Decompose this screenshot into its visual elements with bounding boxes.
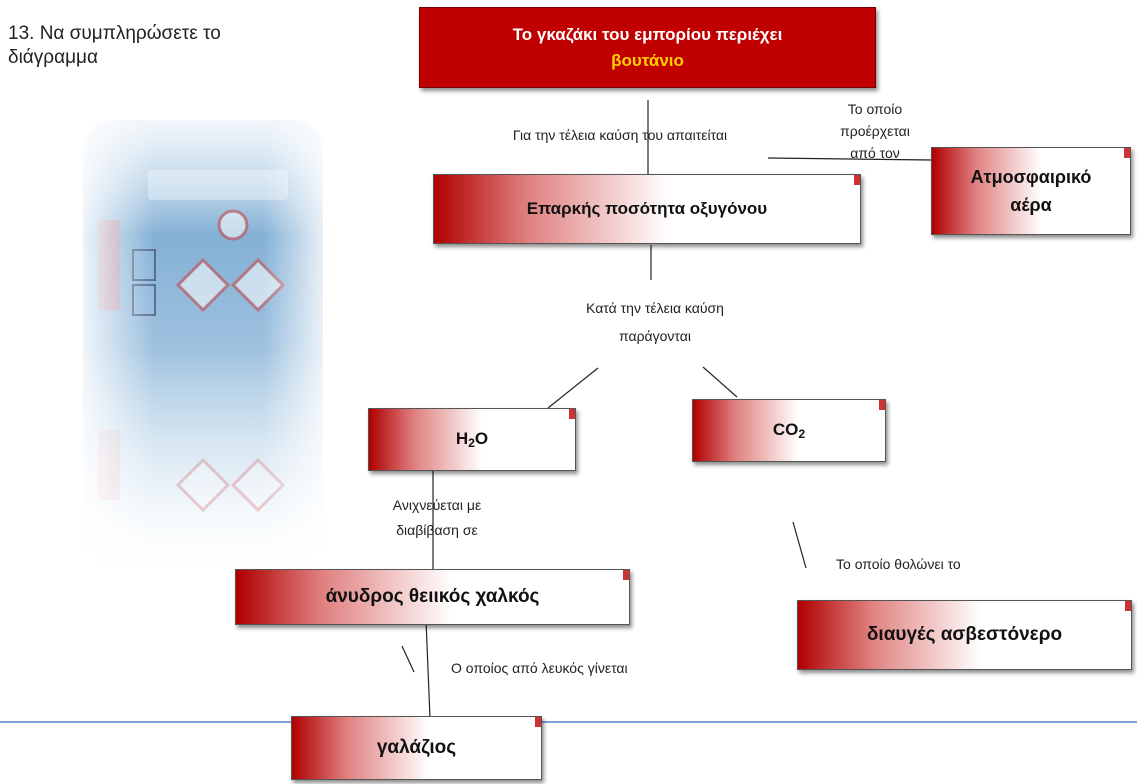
node-copper-sulfate: άνυδρος θειικός χαλκός bbox=[235, 569, 630, 625]
connector-co2-limewater bbox=[792, 521, 807, 569]
question-text: 13. Να συμπληρώσετε το διάγραμμα bbox=[8, 22, 221, 70]
label-produced-line-2: παράγονται bbox=[619, 328, 691, 344]
node-co2: CO2 bbox=[692, 399, 886, 462]
question-line-2: διάγραμμα bbox=[8, 47, 98, 68]
node-limewater-text: διαυγές ασβεστόνερο bbox=[866, 624, 1063, 645]
label-comes-from: Το οποίο προέρχεται από τον bbox=[815, 98, 935, 164]
label-detected-line-2: διαβίβαση σε bbox=[396, 522, 478, 538]
label-produced-line-1: Κατά την τέλεια καύση bbox=[586, 300, 724, 316]
node-blue: γαλάζιος bbox=[291, 716, 542, 780]
label-produced: Κατά την τέλεια καύση παράγονται bbox=[535, 297, 775, 347]
connector-copper-turns bbox=[401, 645, 415, 673]
question-line-1: 13. Να συμπληρώσετε το bbox=[8, 23, 221, 44]
node-water: H2O bbox=[368, 408, 576, 471]
connector-copper-blue bbox=[425, 619, 431, 719]
label-turns: Ο οποίος από λευκός γίνεται bbox=[451, 660, 628, 676]
node-blue-text: γαλάζιος bbox=[376, 737, 457, 758]
connector-products-water bbox=[547, 367, 599, 409]
formula-rest: O bbox=[474, 428, 489, 448]
label-clouds: Το οποίο θολώνει το bbox=[836, 556, 961, 572]
node-canister-content: Το γκαζάκι του εμπορίου περιέχει βουτάνι… bbox=[419, 7, 876, 88]
node-air-line-1: Ατμοσφαιρικό bbox=[970, 167, 1092, 187]
label-comes-from-line-3: από τον bbox=[850, 145, 900, 161]
label-detected: Ανιχνεύεται με διαβίβαση σε bbox=[362, 494, 512, 541]
formula-base: H bbox=[455, 428, 469, 448]
node-copper-sulfate-text: άνυδρος θειικός χαλκός bbox=[325, 586, 540, 607]
formula-subscript: 2 bbox=[468, 436, 475, 451]
label-detected-line-1: Ανιχνεύεται με bbox=[392, 497, 482, 513]
node-water-formula: H2O bbox=[456, 429, 488, 450]
connector-oxygen-air bbox=[767, 157, 933, 161]
node-co2-formula: CO2 bbox=[773, 420, 805, 441]
label-comes-from-line-1: Το οποίο bbox=[847, 101, 903, 117]
node-canister-text: Το γκαζάκι του εμπορίου περιέχει bbox=[512, 24, 783, 44]
label-comes-from-line-2: προέρχεται bbox=[840, 123, 910, 139]
formula-subscript: 2 bbox=[798, 427, 806, 442]
node-air: Ατμοσφαιρικό αέρα bbox=[931, 147, 1131, 235]
node-canister-highlight: βουτάνιο bbox=[611, 50, 684, 70]
connector-products-co2 bbox=[702, 366, 738, 398]
label-requires: Για την τέλεια καύση του απαιτείται bbox=[512, 127, 728, 143]
node-limewater: διαυγές ασβεστόνερο bbox=[797, 600, 1132, 670]
gas-canister-image bbox=[83, 120, 323, 580]
node-oxygen-text: Επαρκής ποσότητα οξυγόνου bbox=[526, 199, 768, 218]
node-oxygen: Επαρκής ποσότητα οξυγόνου bbox=[433, 174, 861, 244]
node-air-line-2: αέρα bbox=[1010, 195, 1052, 215]
formula-base: CO bbox=[772, 419, 799, 439]
